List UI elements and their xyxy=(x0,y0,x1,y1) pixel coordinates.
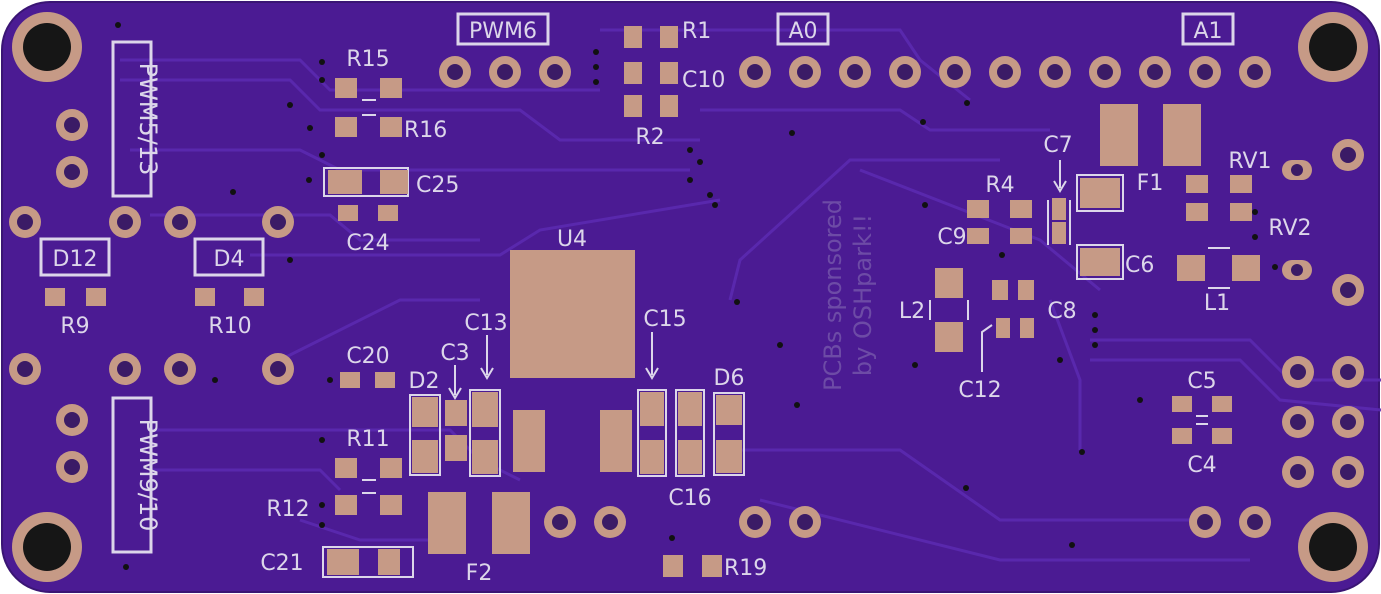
top-header-pins xyxy=(439,56,1271,88)
silk-boxes xyxy=(39,12,1235,554)
c24-label: C24 xyxy=(346,231,389,256)
rv2-label: RV2 xyxy=(1268,216,1311,241)
r11-label: R11 xyxy=(346,427,389,452)
vias xyxy=(115,22,1278,570)
c25-label: C25 xyxy=(416,173,459,198)
d4-label: D4 xyxy=(214,247,245,272)
f1-label: F1 xyxy=(1137,171,1164,196)
pwm9-10-label: PWM9/10 xyxy=(134,419,162,532)
c5-label: C5 xyxy=(1187,369,1216,394)
l2-label: L2 xyxy=(899,299,925,324)
r1-label: R1 xyxy=(682,19,711,44)
d12-label: D12 xyxy=(53,247,98,272)
pwm6-label: PWM6 xyxy=(469,19,537,44)
c4-label: C4 xyxy=(1187,453,1216,478)
silk-labels: PWM6 A0 A1 PWM5/13 PWM9/10 D12 D4 R1 C10… xyxy=(53,19,1312,586)
d12-label-box xyxy=(39,237,111,277)
sponsor-text: PCBs sponsored by OSHpark!! xyxy=(819,199,877,391)
r19-label: R19 xyxy=(724,556,767,581)
c9-label: C9 xyxy=(937,225,966,250)
c7-label: C7 xyxy=(1043,133,1072,158)
a0-label: A0 xyxy=(788,19,817,44)
smd-pads xyxy=(45,26,1260,578)
c12-label: C12 xyxy=(958,378,1001,403)
c20-label: C20 xyxy=(346,344,389,369)
d2-label: D2 xyxy=(409,369,440,394)
c6-label: C6 xyxy=(1125,253,1154,278)
r15-label: R15 xyxy=(346,47,389,72)
pwm9-10-label-box xyxy=(111,396,153,554)
r2-label: R2 xyxy=(635,125,664,150)
d4-label-box xyxy=(193,237,265,277)
a1-label: A1 xyxy=(1193,19,1222,44)
pwm5-13-label: PWM5/13 xyxy=(134,63,162,176)
c16-label: C16 xyxy=(668,486,711,511)
pwm6-label-box xyxy=(456,12,550,46)
c15-label: C15 xyxy=(643,307,686,332)
a1-label-box xyxy=(1181,12,1235,46)
a0-label-box xyxy=(776,12,830,46)
c8-label: C8 xyxy=(1047,299,1076,324)
f2-label: F2 xyxy=(466,561,493,586)
mounting-holes xyxy=(12,12,1368,582)
r16-label: R16 xyxy=(404,118,447,143)
r10-label: R10 xyxy=(208,314,251,339)
r12-label: R12 xyxy=(266,497,309,522)
c21-label: C21 xyxy=(260,551,303,576)
rv1-label: RV1 xyxy=(1228,149,1271,174)
through-hole-pads xyxy=(9,56,1364,538)
r9-label: R9 xyxy=(60,314,89,339)
c13-label: C13 xyxy=(464,311,507,336)
d6-label: D6 xyxy=(714,366,745,391)
u4-pad xyxy=(510,250,635,378)
sponsor-line-2: by OSHpark!! xyxy=(849,214,877,376)
pwm5-13-label-box xyxy=(111,40,153,198)
c10-label: C10 xyxy=(682,68,725,93)
c3-label: C3 xyxy=(440,341,469,366)
sponsor-line-1: PCBs sponsored xyxy=(819,199,847,391)
r4-label: R4 xyxy=(985,173,1014,198)
l1-label: L1 xyxy=(1204,291,1230,316)
u4-label: U4 xyxy=(557,227,587,252)
